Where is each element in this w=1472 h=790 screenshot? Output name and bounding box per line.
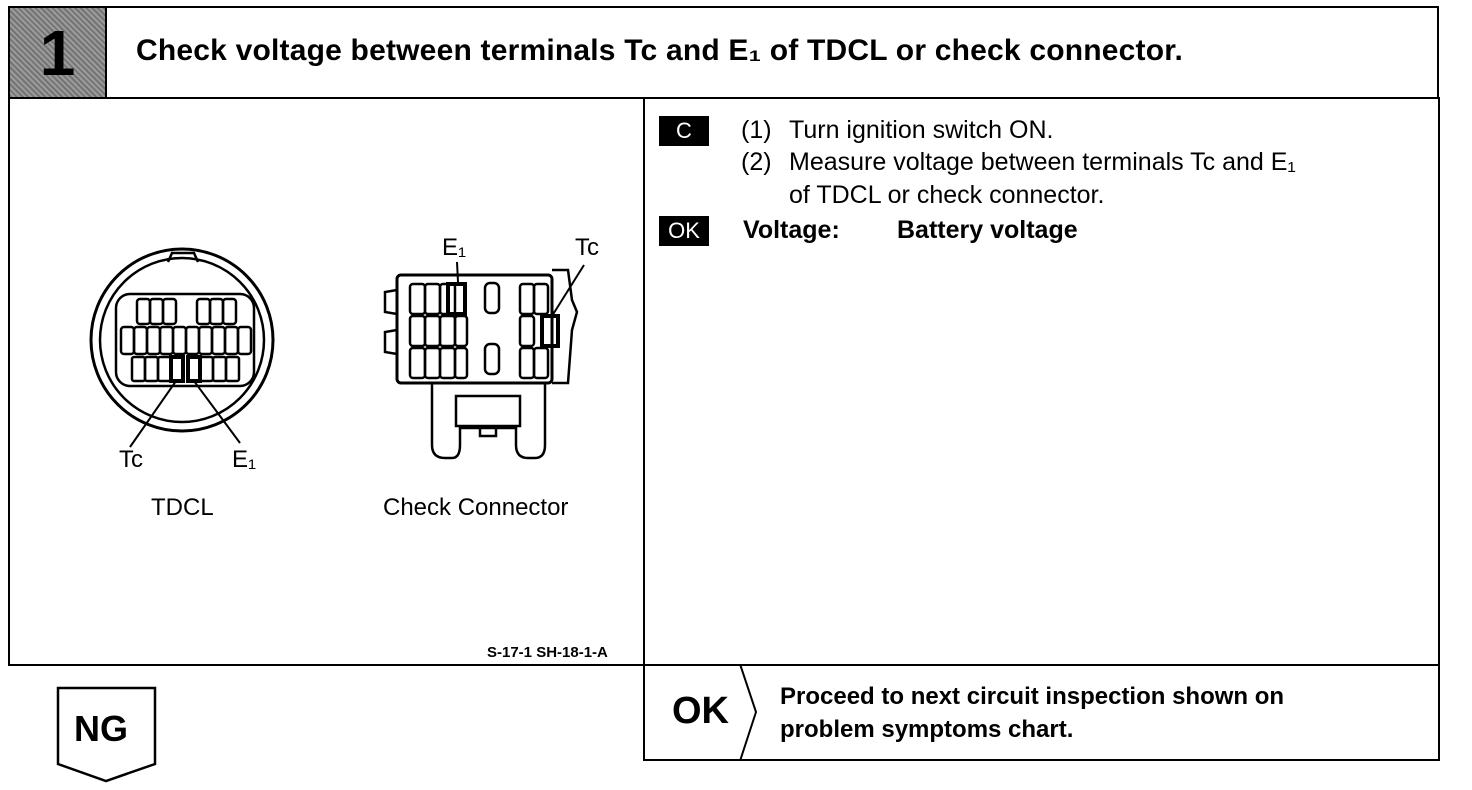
ok-result-label: OK bbox=[672, 690, 729, 732]
tdcl-tc-label: Tc bbox=[119, 446, 143, 473]
step-number-box: 1 bbox=[8, 6, 107, 99]
ok-tag: OK bbox=[659, 216, 709, 246]
ng-result-label: NG bbox=[74, 708, 128, 749]
step-number: 1 bbox=[39, 16, 76, 89]
check-connector-e1-label: E₁ bbox=[442, 234, 467, 261]
ok-result-box bbox=[643, 664, 1440, 761]
figure-reference-code: S-17-1 SH-18-1-A bbox=[487, 644, 608, 661]
voltage-value: Battery voltage bbox=[897, 216, 1078, 244]
step2-continuation: of TDCL or check connector. bbox=[789, 181, 1105, 209]
check-tag: C bbox=[659, 116, 709, 146]
ok-chevron-divider bbox=[739, 664, 758, 761]
step2-number: (2) bbox=[741, 148, 772, 176]
check-connector-caption: Check Connector bbox=[383, 494, 569, 521]
tdcl-e1-label: E₁ bbox=[232, 446, 257, 473]
step1-number: (1) bbox=[741, 116, 772, 144]
tdcl-caption: TDCL bbox=[151, 494, 214, 521]
check-connector-tc-label: Tc bbox=[575, 234, 599, 261]
check-connector-drawing bbox=[383, 261, 585, 460]
ok-result-line1: Proceed to next circuit inspection shown… bbox=[780, 683, 1285, 710]
step1-text: Turn ignition switch ON. bbox=[789, 116, 1054, 144]
ok-result-line2: problem symptoms chart. bbox=[780, 716, 1074, 743]
ng-result-badge bbox=[56, 686, 157, 783]
tdcl-connector-drawing bbox=[89, 247, 275, 448]
step-title: Check voltage between terminals Tc and E… bbox=[136, 34, 1184, 67]
step2-text: Measure voltage between terminals Tc and… bbox=[789, 148, 1296, 176]
voltage-label: Voltage: bbox=[743, 216, 840, 244]
